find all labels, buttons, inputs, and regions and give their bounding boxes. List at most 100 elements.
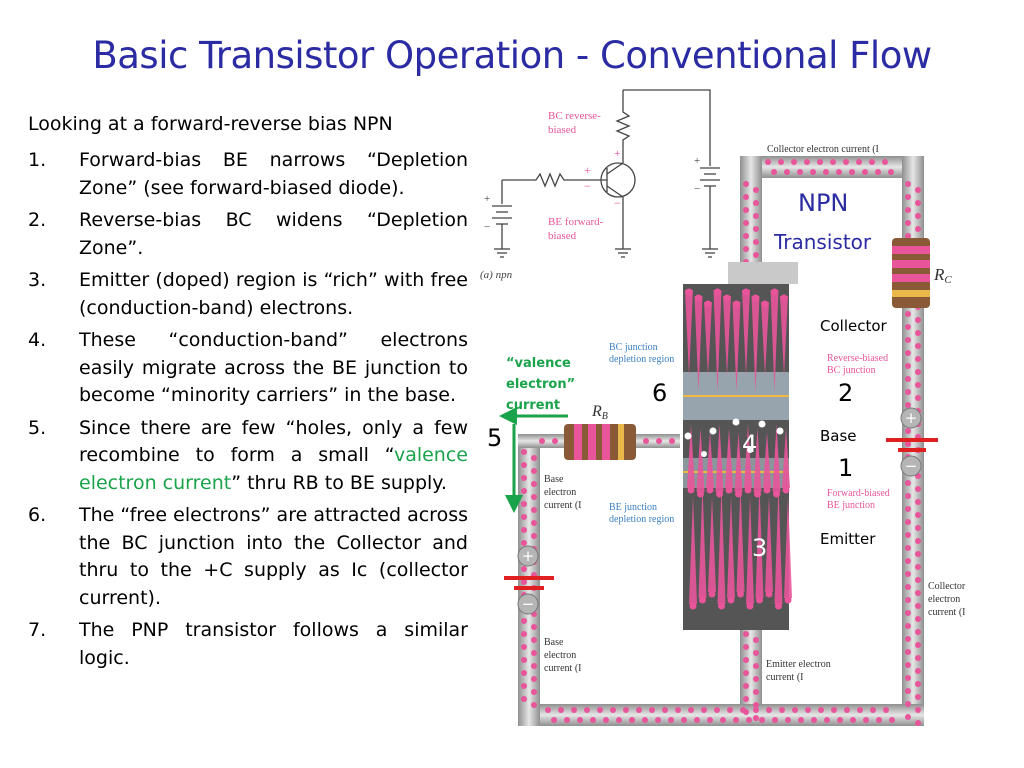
electron-dot <box>685 288 693 296</box>
electron-dot <box>915 655 921 661</box>
transistor-label: Transistor <box>773 230 872 254</box>
electron-dot <box>753 187 759 193</box>
electron-dot <box>699 596 706 604</box>
electron-dot <box>521 475 527 481</box>
electron-dot <box>905 597 911 603</box>
list-item: 3.Emitter (doped) region is “rich” with … <box>28 269 468 319</box>
electron-dot <box>905 402 911 408</box>
electron-dot <box>915 356 921 362</box>
electron-dot <box>905 506 911 512</box>
electron-dot <box>754 490 761 498</box>
svg-text:current (I: current (I <box>544 663 581 674</box>
electron-dot <box>531 676 537 682</box>
electron-dot <box>521 566 527 572</box>
electron-dot <box>905 220 911 226</box>
num-2: 2 <box>838 379 853 407</box>
electron-dot <box>915 187 921 193</box>
electron-dot <box>656 438 662 444</box>
electron-dot <box>775 602 782 610</box>
svg-text:BC junction: BC junction <box>827 365 876 376</box>
electron-dot <box>905 311 911 317</box>
electron-dot <box>905 662 911 668</box>
electron-dot <box>564 717 570 723</box>
num-4: 4 <box>742 430 757 458</box>
electron-dot <box>784 596 792 604</box>
electron-dot <box>668 717 674 723</box>
electron-dot <box>771 169 777 175</box>
electron-dot <box>905 714 911 720</box>
svg-text:+: + <box>905 409 918 427</box>
electron-dots <box>521 159 921 726</box>
num-6: 6 <box>652 379 667 407</box>
electron-dot <box>905 324 911 330</box>
num-3: 3 <box>752 534 767 562</box>
electron-spike <box>694 296 703 392</box>
electron-dot <box>778 159 784 165</box>
electron-dot <box>551 717 557 723</box>
electron-dot <box>915 668 921 674</box>
electron-dot <box>915 616 921 622</box>
electron-dot <box>623 707 629 713</box>
svg-text:current (I: current (I <box>766 672 803 683</box>
electron-dot <box>905 584 911 590</box>
electron-dot <box>915 707 921 713</box>
electron-dot <box>915 317 921 323</box>
electron-dot <box>915 343 921 349</box>
electron-dot <box>521 540 527 546</box>
electron-dot <box>723 294 731 302</box>
electron-dot <box>765 590 773 598</box>
transistor-diagram: BC reverse- biased BE forward- biased + … <box>480 89 966 726</box>
be-forward-label: BE forward- <box>548 216 604 228</box>
electron-dot <box>558 707 564 713</box>
electron-dot <box>708 590 716 598</box>
electron-dot <box>689 602 697 610</box>
svg-text:current (I: current (I <box>544 500 581 511</box>
electron-dot <box>915 681 921 687</box>
electron-dot <box>836 169 842 175</box>
electron-dot <box>779 707 785 713</box>
electron-dot <box>905 181 911 187</box>
electron-spike <box>774 486 783 604</box>
electron-dot <box>753 650 759 656</box>
electron-spikes <box>685 288 792 610</box>
electron-dot <box>830 159 836 165</box>
svg-text:Collector: Collector <box>928 581 966 592</box>
electron-dot <box>718 602 725 610</box>
electron-spike <box>732 302 741 392</box>
electron-dot <box>584 707 590 713</box>
electron-dot <box>737 590 744 598</box>
svg-text:+: + <box>584 163 591 177</box>
electron-dot <box>863 717 869 723</box>
electron-dot <box>720 717 726 723</box>
electron-dot <box>905 363 911 369</box>
electron-dot <box>782 486 790 494</box>
electron-dot <box>915 564 921 570</box>
svg-text:+: + <box>694 155 700 167</box>
electron-dot <box>772 717 778 723</box>
electron-spike <box>770 290 779 392</box>
electron-dot <box>875 169 881 175</box>
electron-dot <box>531 689 537 695</box>
electron-dot <box>915 629 921 635</box>
electron-dot <box>915 551 921 557</box>
list-item: 4.These “conduction-band” electrons easi… <box>28 329 468 406</box>
electron-dot <box>753 252 759 258</box>
electron-dot <box>521 579 527 585</box>
bc-biased-label: biased <box>548 124 577 136</box>
electron-dot <box>817 159 823 165</box>
electron-dot <box>780 294 788 302</box>
svg-text:electron: electron <box>928 594 960 605</box>
electron-dot <box>590 717 596 723</box>
rb-label: RB <box>591 403 608 422</box>
electron-dot <box>882 159 888 165</box>
electron-spike <box>784 496 792 598</box>
electron-dot <box>742 288 750 296</box>
electron-spike <box>734 432 743 492</box>
electron-dot <box>785 717 791 723</box>
electron-dot <box>743 181 749 187</box>
electron-dot <box>746 602 754 610</box>
electron-dot <box>521 449 527 455</box>
svg-text:−: − <box>694 183 700 195</box>
electron-dot <box>905 350 911 356</box>
electron-dot <box>649 707 655 713</box>
